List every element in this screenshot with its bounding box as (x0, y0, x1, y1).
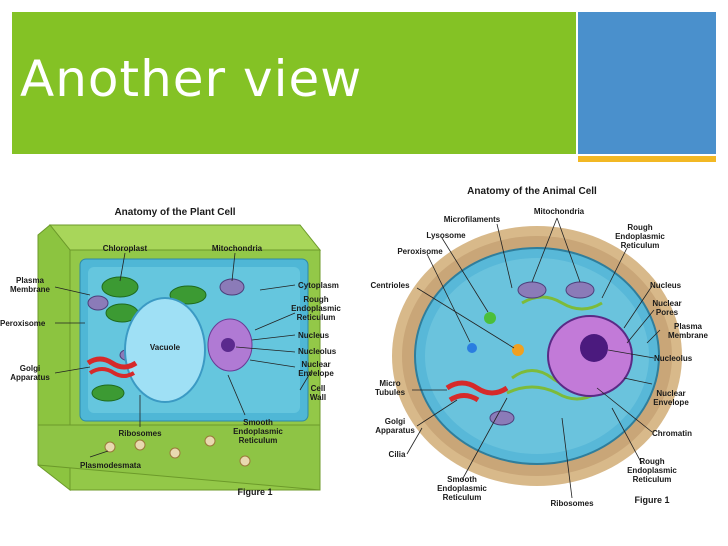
animal-cell-diagram: Anatomy of the Animal Cell (362, 178, 728, 520)
label-animal-plasma-1: Plasma (674, 322, 703, 331)
label-nuclear-pores-2: Pores (656, 308, 679, 317)
plant-golgi (86, 356, 138, 370)
label-rough-er-3: Reticulum (297, 313, 336, 322)
label-smooth-er-1: Smooth (243, 418, 273, 427)
plant-leader-lines (54, 252, 313, 458)
label-rough-er-2: Endoplasmic (291, 304, 341, 313)
animal-peroxisome (467, 343, 477, 353)
label-plasmodesmata: Plasmodesmata (80, 461, 141, 470)
label-animal-peroxisome: Peroxisome (397, 247, 443, 256)
label-animal-plasma-2: Membrane (668, 331, 709, 340)
plant-cell-diagram: Anatomy of the Plant Cell Vacuole (0, 195, 350, 515)
label-nuclear-envelope-1: Nuclear (301, 360, 330, 369)
label-animal-nuclear-env-2: Envelope (653, 398, 689, 407)
label-chloroplast: Chloroplast (103, 244, 148, 253)
label-animal-rough-er-3: Reticulum (621, 241, 660, 250)
plant-figure-label: Figure 1 (237, 487, 272, 497)
vacuole-label: Vacuole (150, 343, 181, 352)
label-animal-nuclear-env-1: Nuclear (656, 389, 685, 398)
label-animal-smooth-er-3: Reticulum (443, 493, 482, 502)
label-mitochondria: Mitochondria (212, 244, 263, 253)
label-lysosome: Lysosome (426, 231, 466, 240)
title-band (12, 12, 576, 154)
label-nuclear-envelope-2: Envelope (298, 369, 334, 378)
label-ribosomes: Ribosomes (118, 429, 162, 438)
label-golgi-2: Apparatus (10, 373, 50, 382)
label-cell-wall-1: Cell (311, 384, 326, 393)
plant-nucleolus (221, 338, 235, 352)
vacuole (124, 297, 206, 403)
label-micro-2: Tubules (375, 388, 406, 397)
label-rough-er-b1: Rough (639, 457, 664, 466)
label-nucleolus: Nucleolus (298, 347, 337, 356)
label-animal-rough-er-2: Endoplasmic (615, 232, 665, 241)
plasmodesmata-dots (104, 435, 251, 467)
label-animal-mitochondria: Mitochondria (534, 207, 585, 216)
label-cytoplasm: Cytoplasm (298, 281, 339, 290)
label-plasma-2: Membrane (10, 285, 51, 294)
animal-leader-lines (406, 217, 661, 499)
label-animal-smooth-er-2: Endoplasmic (437, 484, 487, 493)
animal-lysosome (484, 312, 496, 324)
label-cell-wall-2: Wall (310, 393, 326, 402)
label-animal-golgi-1: Golgi (385, 417, 405, 426)
label-animal-rough-er-1: Rough (627, 223, 652, 232)
label-peroxisome: Peroxisome (0, 319, 46, 328)
label-cilia: Cilia (389, 450, 406, 459)
slide-title: Another view (20, 50, 363, 108)
animal-nucleolus (580, 334, 608, 362)
label-plasma-1: Plasma (16, 276, 45, 285)
label-microfilaments: Microfilaments (444, 215, 501, 224)
animal-figure-label: Figure 1 (634, 495, 669, 505)
plant-title: Anatomy of the Plant Cell (114, 207, 235, 218)
label-animal-smooth-er-1: Smooth (447, 475, 477, 484)
label-animal-ribosomes: Ribosomes (550, 499, 594, 508)
label-rough-er-b2: Endoplasmic (627, 466, 677, 475)
label-nuclear-pores-1: Nuclear (652, 299, 681, 308)
label-micro-1: Micro (379, 379, 400, 388)
label-golgi-1: Golgi (20, 364, 40, 373)
label-smooth-er-3: Reticulum (239, 436, 278, 445)
chloroplast-group (91, 276, 207, 402)
animal-title: Anatomy of the Animal Cell (467, 186, 597, 197)
label-smooth-er-2: Endoplasmic (233, 427, 283, 436)
corner-block (578, 12, 716, 154)
animal-centriole (512, 344, 524, 356)
label-chromatin: Chromatin (652, 429, 692, 438)
label-rough-er-b3: Reticulum (633, 475, 672, 484)
label-nucleus: Nucleus (298, 331, 330, 340)
label-rough-er-1: Rough (303, 295, 328, 304)
label-animal-nucleolus: Nucleolus (654, 354, 693, 363)
label-animal-golgi-2: Apparatus (375, 426, 415, 435)
animal-golgi (445, 380, 509, 403)
accent-bar (578, 156, 716, 162)
label-centrioles: Centrioles (370, 281, 410, 290)
label-animal-nucleus: Nucleus (650, 281, 682, 290)
